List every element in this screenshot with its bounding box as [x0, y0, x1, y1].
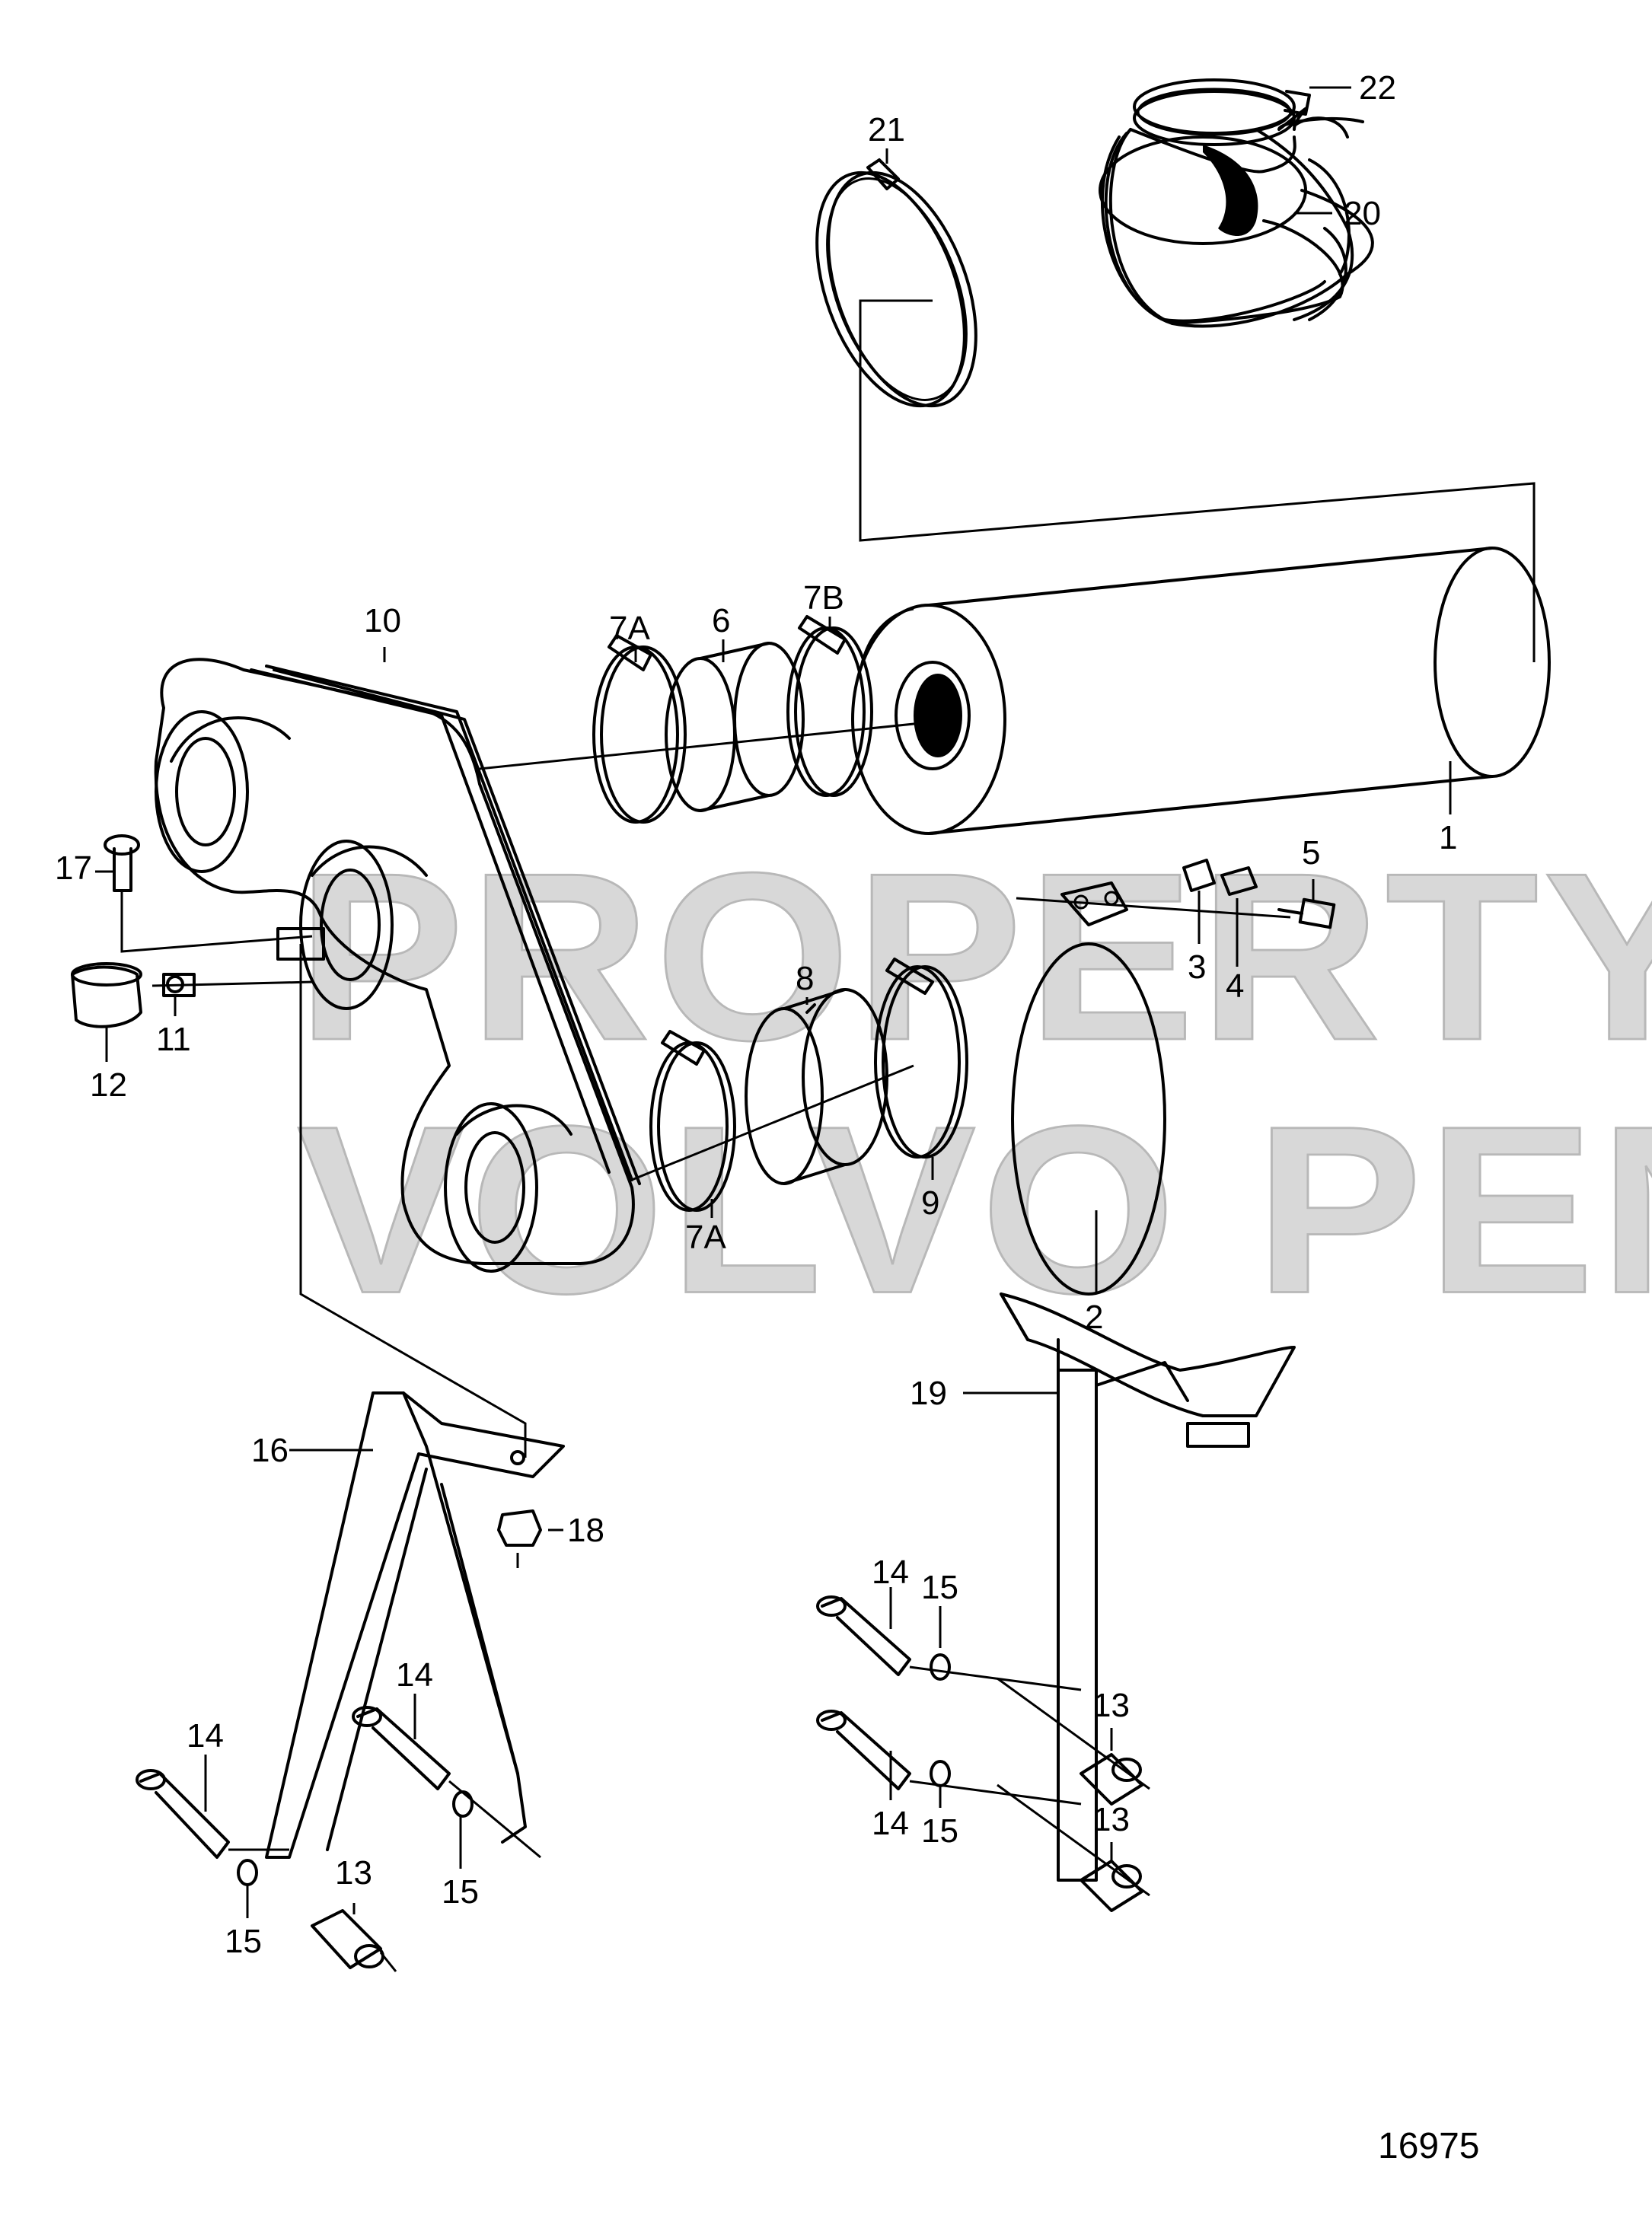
figure-number: 16975	[1378, 2126, 1479, 2166]
callout-14-mid: 14	[396, 1656, 433, 1694]
a-frame-bracket	[265, 1391, 565, 1859]
bolt-14-mid	[352, 1706, 451, 1790]
lower-clamp-9	[874, 958, 968, 1159]
lower-clamp-7a	[649, 1030, 736, 1212]
inlet-hose-clamp	[815, 158, 977, 408]
callout-7b: 7B	[803, 579, 844, 617]
callout-labels: 1 2 3 4 5 6 7A 7B 7A 8 9 10 11 12 13 13 …	[55, 69, 1457, 1960]
silencer	[851, 547, 1551, 835]
callout-21: 21	[868, 111, 905, 148]
callout-16: 16	[251, 1432, 289, 1469]
callout-15-left: 15	[225, 1923, 262, 1960]
callout-20: 20	[1344, 195, 1381, 232]
callout-9: 9	[921, 1184, 939, 1222]
callout-leaders	[95, 86, 1452, 1918]
callout-4: 4	[1226, 967, 1244, 1005]
elbow-hose	[1099, 107, 1374, 328]
callout-15-right-upper: 15	[921, 1569, 958, 1606]
callout-14-right-lower: 14	[872, 1805, 909, 1842]
callout-13-left: 13	[335, 1854, 372, 1892]
washer-15-right-lower	[930, 1760, 951, 1787]
bolt-17	[104, 834, 140, 892]
silencer-band-clamp	[1011, 881, 1166, 1296]
sleeve-6	[665, 642, 805, 812]
callout-17: 17	[55, 849, 92, 887]
assembly-lines	[120, 299, 1536, 1972]
callout-8: 8	[796, 960, 814, 997]
spacer-13-right-upper	[1080, 1753, 1143, 1806]
washer-15-mid	[452, 1790, 474, 1818]
bolt-14-right-lower	[816, 1710, 911, 1790]
plug-12	[71, 962, 142, 1028]
callout-10: 10	[364, 602, 401, 639]
watermark: PROPERTY OF VOLVO PENTA	[296, 823, 1652, 1344]
callout-7a-upper: 7A	[609, 610, 650, 647]
upper-clamp-7a	[592, 634, 687, 824]
spacer-13-right-lower	[1080, 1860, 1143, 1912]
exhaust-manifold	[154, 658, 641, 1273]
watermark-line-2: VOLVO PENTA	[297, 1077, 1652, 1343]
washer-15-left	[237, 1859, 258, 1886]
callout-14-left: 14	[187, 1717, 224, 1755]
upper-hose-clamp	[1133, 78, 1311, 146]
callout-15-mid: 15	[442, 1873, 479, 1911]
callout-13-right-upper: 13	[1092, 1687, 1130, 1724]
callout-6: 6	[712, 602, 730, 639]
nut-4	[1220, 866, 1258, 896]
callout-3: 3	[1188, 948, 1206, 986]
callout-2: 2	[1085, 1299, 1103, 1336]
saddle-support	[1000, 1292, 1296, 1882]
spacer-3	[1182, 859, 1216, 892]
bolt-5	[1277, 897, 1336, 929]
callout-12: 12	[90, 1066, 127, 1104]
callout-7a-lower: 7A	[685, 1219, 726, 1256]
callout-13-right-lower: 13	[1092, 1801, 1130, 1838]
callout-22: 22	[1359, 69, 1396, 107]
callout-15-right-lower: 15	[921, 1812, 958, 1850]
callout-18: 18	[567, 1512, 604, 1549]
spacer-13-left	[311, 1909, 384, 1969]
callout-5: 5	[1302, 834, 1320, 872]
watermark-line-1: PROPERTY OF	[297, 824, 1652, 1091]
upper-clamp-7b	[786, 615, 873, 797]
callout-1: 1	[1439, 819, 1457, 856]
callout-14-right-upper: 14	[872, 1554, 909, 1591]
callout-11: 11	[156, 1021, 191, 1058]
bolt-14-right-upper	[816, 1595, 911, 1676]
bolt-14-left	[136, 1769, 230, 1859]
nut-18	[497, 1509, 542, 1547]
washer-15-right-upper	[930, 1653, 951, 1681]
callout-19: 19	[910, 1375, 947, 1412]
